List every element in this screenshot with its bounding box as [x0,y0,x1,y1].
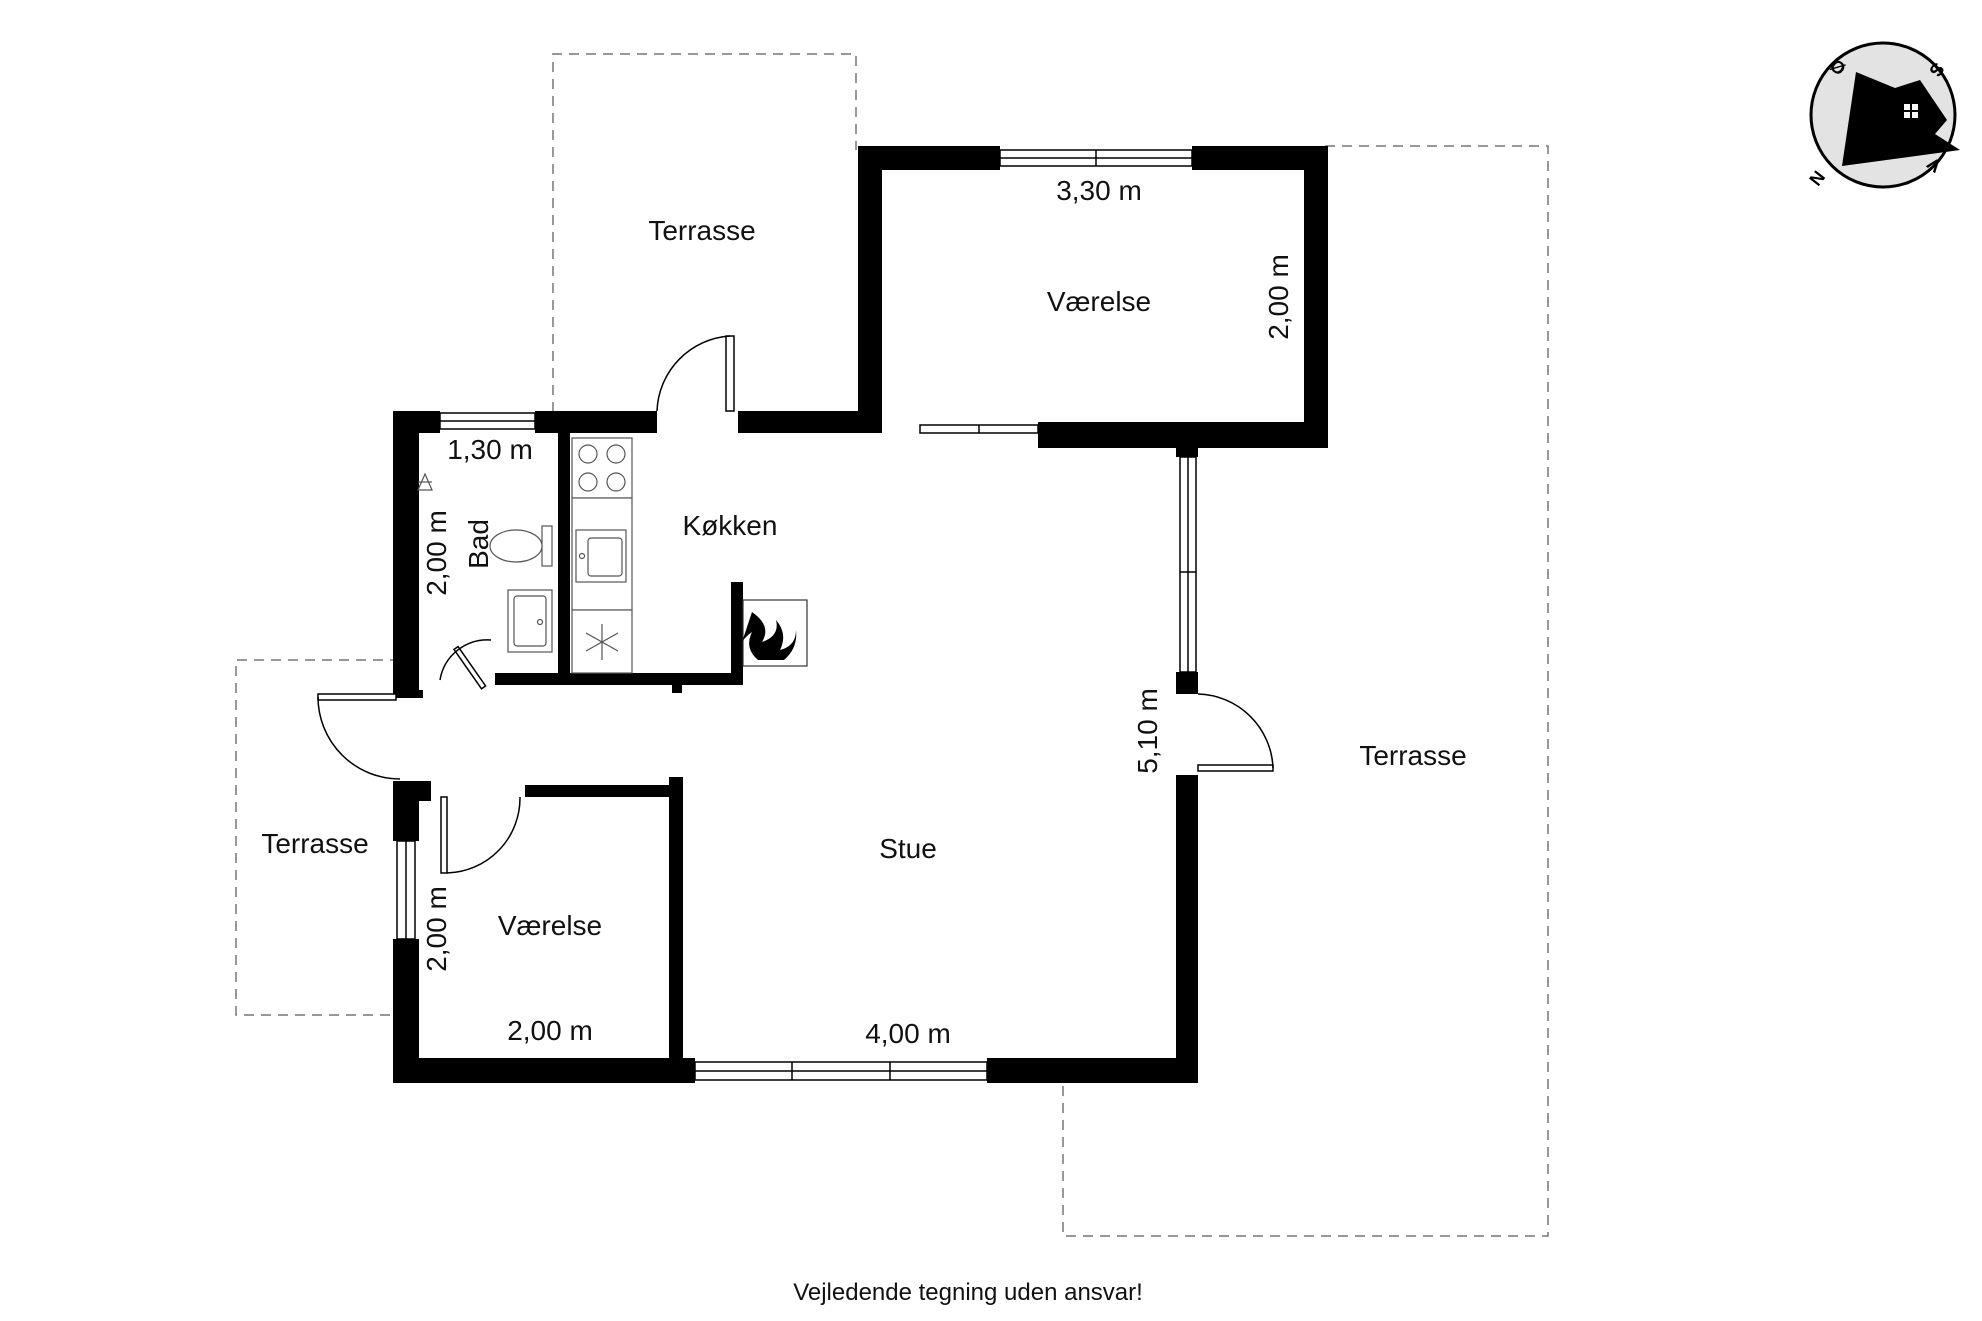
door-bedroom [440,796,521,874]
window [919,424,1039,434]
window [439,412,536,430]
wall [393,1058,695,1083]
compass: N Ø S V [1805,41,1960,190]
window [999,149,1193,167]
washbasin-icon [507,589,553,653]
wall [535,411,657,433]
dimension-bad-width: 1,30 m [447,434,533,465]
wall [672,673,682,693]
terrace-outlines [235,53,1549,1237]
dimension-vaerelse-bottom-width: 2,00 m [507,1015,593,1046]
door-terrace-top [656,335,735,412]
stove-icon [571,437,633,499]
kitchen-fixtures [571,437,808,674]
wall [419,781,431,801]
compass-label-n: N [1805,167,1829,190]
dimension-stue-width: 4,00 m [865,1018,951,1049]
window [694,1061,988,1081]
disclaimer-footer: Vejledende tegning uden ansvar! [793,1279,1143,1306]
terrace-top-outline [552,53,857,412]
wall [1176,437,1198,457]
dimension-bad-height: 2,00 m [421,510,452,596]
doors [317,335,1274,874]
wall [987,1058,1198,1083]
wall [731,582,743,685]
room-label-stue: Stue [879,833,937,864]
fridge-icon [571,609,633,674]
wall [393,690,423,698]
room-label-bad: Bad [463,519,494,569]
windows [396,149,1197,1081]
wall [738,411,882,433]
shower-icon [417,472,433,491]
fireplace-icon [742,599,808,667]
terrace-left-outline [235,659,400,1016]
wall [1304,146,1328,448]
wall [558,411,570,685]
dimension-stue-height: 5,10 m [1132,688,1163,774]
dimension-vaerelse-bottom-height: 2,00 m [421,886,452,972]
wall [495,673,742,685]
terrace-right-outline [1062,145,1549,1237]
room-label-vaerelse-top: Værelse [1047,286,1151,317]
house-window-icon [1904,104,1918,118]
wall [1176,672,1198,694]
wall [393,411,419,697]
door-entrance [317,693,401,780]
window [396,840,416,940]
room-label-terrasse-top: Terrasse [648,215,755,246]
wall [1176,775,1198,1083]
door-bath [439,639,492,690]
north-arrow-icon [1842,72,1960,166]
window [1179,456,1197,673]
walls [393,146,1328,1083]
room-label-terrasse-left: Terrasse [261,828,368,859]
room-label-terrasse-right: Terrasse [1359,740,1466,771]
dimension-vaerelse-top-width: 3,30 m [1056,175,1142,206]
bath-fixtures [417,472,553,653]
toilet-icon [489,525,553,567]
wall [393,781,419,841]
wall [525,785,672,797]
wall [669,777,683,1060]
wall [858,146,882,422]
door-terrace-right [1197,693,1274,772]
dimension-vaerelse-top-height: 2,00 m [1263,254,1294,340]
room-label-vaerelse-bottom: Værelse [498,910,602,941]
sink-icon [575,529,627,583]
room-label-kokken: Køkken [683,510,778,541]
